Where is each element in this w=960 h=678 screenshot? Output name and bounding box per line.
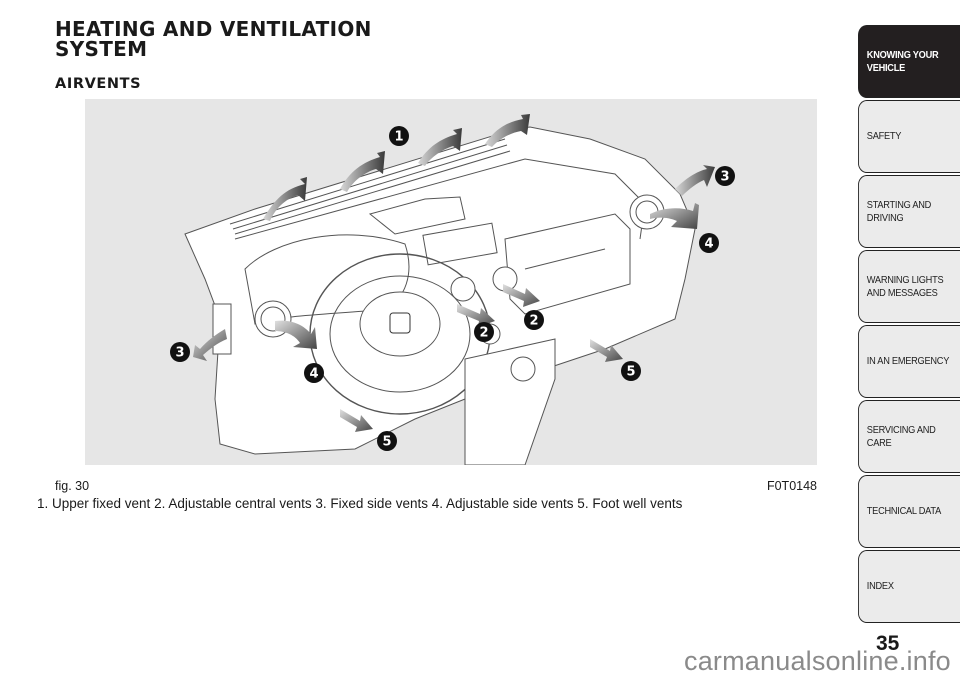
callout-3-left: 3: [170, 342, 190, 362]
tab-starting-and-driving[interactable]: STARTING AND DRIVING: [858, 175, 960, 248]
airflow-arrow-right-adjustable: [650, 203, 699, 229]
tab-servicing-and-care[interactable]: SERVICING AND CARE: [858, 400, 960, 473]
figure-caption: 1. Upper fixed vent 2. Adjustable centra…: [37, 496, 683, 511]
dashboard-drawing: 1 2 2 3 3 4 4 5 5: [170, 114, 735, 465]
instrument-cluster-hood: [244, 234, 410, 325]
callout-3-right: 3: [715, 166, 735, 186]
left-side-vent-inner: [260, 306, 286, 332]
callout-2-right: 2: [524, 310, 544, 330]
svg-text:3: 3: [175, 346, 184, 361]
tab-label: WARNING LIGHTS AND MESSAGES: [866, 273, 944, 299]
airflow-arrow-upper-3: [418, 128, 462, 166]
callout-5-right: 5: [621, 361, 641, 381]
airflow-arrow-right-fixed: [675, 165, 715, 196]
tab-index[interactable]: INDEX: [858, 550, 960, 623]
tab-label: TECHNICAL DATA: [866, 505, 941, 517]
svg-text:2: 2: [529, 314, 538, 329]
left-side-vent-grille: [212, 303, 232, 355]
airflow-arrow-footwell-right: [590, 339, 623, 362]
svg-text:3: 3: [720, 170, 729, 185]
tab-in-an-emergency[interactable]: IN AN EMERGENCY: [858, 325, 960, 398]
callout-4-right: 4: [699, 233, 719, 253]
figure-label: fig. 30: [55, 479, 90, 493]
svg-text:5: 5: [382, 435, 391, 450]
tab-label: SERVICING AND CARE: [866, 423, 936, 449]
svg-text:4: 4: [704, 237, 713, 252]
watermark: carmanualsonline.info: [684, 646, 951, 676]
tab-technical-data[interactable]: TECHNICAL DATA: [858, 475, 960, 548]
center-storage: [368, 196, 466, 235]
steering-wheel-inner: [329, 275, 471, 393]
tab-label: INDEX: [866, 580, 894, 592]
callout-2-left: 2: [474, 322, 494, 342]
page-number: 35: [876, 632, 900, 655]
svg-text:4: 4: [309, 367, 318, 382]
airflow-arrow-upper-4: [485, 114, 530, 147]
svg-text:1: 1: [394, 130, 403, 145]
svg-text:5: 5: [626, 365, 635, 380]
callout-4-left: 4: [304, 363, 324, 383]
airflow-arrow-left-fixed: [193, 329, 227, 361]
airflow-arrow-central-left: [457, 304, 495, 327]
page-title-line-1: HEATING AND VENTILATION: [55, 17, 372, 41]
gear-console: [464, 338, 556, 465]
tab-safety[interactable]: SAFETY: [858, 100, 960, 173]
dashboard-air-vents-illustration: 1 2 2 3 3 4 4 5 5: [85, 99, 817, 465]
tab-knowing-your-vehicle[interactable]: KNOWING YOUR VEHICLE: [858, 25, 960, 98]
brand-badge: [389, 312, 411, 334]
chapter-tabs: KNOWING YOUR VEHICLE SAFETY STARTING AND…: [858, 25, 960, 625]
airflow-arrow-left-adjustable: [275, 320, 317, 349]
airflow-arrow-upper-2: [340, 151, 385, 192]
glove-box: [504, 213, 631, 315]
page-title: HEATING AND VENTILATION SYSTEM: [55, 19, 372, 59]
center-console-display: [422, 222, 498, 266]
tab-warning-lights[interactable]: WARNING LIGHTS AND MESSAGES: [858, 250, 960, 323]
tab-label: STARTING AND DRIVING: [866, 198, 932, 224]
svg-text:2: 2: [479, 326, 488, 341]
glove-box-handle: [524, 248, 606, 270]
tab-label: KNOWING YOUR VEHICLE: [866, 48, 939, 74]
center-vent-left: [450, 276, 476, 302]
airflow-arrow-upper-1: [263, 177, 307, 221]
tab-label: SAFETY: [866, 130, 902, 142]
airflow-arrow-central-right: [503, 284, 540, 307]
tab-label: IN AN EMERGENCY: [866, 355, 950, 367]
gear-knob: [510, 356, 536, 382]
callout-5-left: 5: [377, 431, 397, 451]
page-title-line-2: SYSTEM: [55, 37, 148, 61]
figure-code: F0T0148: [766, 479, 817, 493]
airflow-arrow-footwell-left: [340, 409, 373, 432]
callout-1: 1: [389, 126, 409, 146]
section-heading: AIRVENTS: [55, 76, 142, 92]
